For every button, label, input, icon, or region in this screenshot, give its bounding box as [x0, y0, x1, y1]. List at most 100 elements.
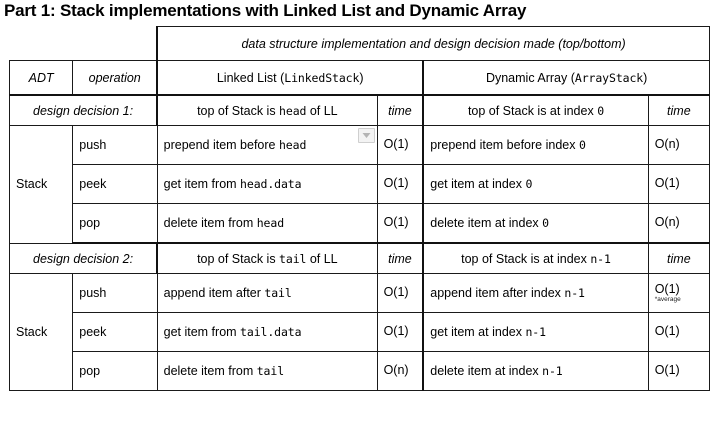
- operation-cell: pop: [72, 203, 158, 244]
- super-header-row: data structure implementation and design…: [9, 26, 711, 61]
- da-desc-pre: delete item at index: [430, 216, 543, 230]
- dd2-da-code: n-1: [590, 251, 611, 266]
- dynamic-array-description-cell: prepend item before index 0: [422, 125, 649, 165]
- design-decision-1-ll-time-header: time: [376, 94, 425, 126]
- da-desc-code: 0: [578, 138, 586, 152]
- design-decision-2-label: design decision 2:: [9, 242, 159, 274]
- ll-desc-pre: delete item from: [163, 216, 257, 230]
- column-header-operation: operation: [72, 60, 159, 96]
- ll-desc-code: head: [278, 138, 307, 152]
- table-row: Stack push prepend item before head O(1)…: [8, 125, 711, 244]
- table-row: peek get item from tail.data O(1) get it…: [10, 312, 711, 352]
- linked-list-time-cell: O(1): [376, 312, 425, 352]
- linked-list-description-cell: delete item from tail: [156, 351, 378, 391]
- da-desc-code: 0: [542, 216, 549, 230]
- column-header-row: ADT operation Linked List (LinkedStack) …: [8, 60, 711, 96]
- ll-desc-code: head.data: [240, 177, 302, 191]
- dd2-ll-pre: top of Stack is: [197, 251, 280, 266]
- linked-list-time-cell: O(1): [376, 125, 425, 165]
- ll-desc-code: tail.data: [240, 325, 302, 339]
- da-time-footnote: *average: [654, 295, 681, 303]
- table-row: pop delete item from tail O(n) delete it…: [10, 351, 711, 391]
- dd2-ll-post: of LL: [306, 251, 338, 266]
- da-desc-pre: get item at index: [430, 177, 526, 191]
- column-header-adt: ADT: [8, 60, 74, 96]
- design-decision-1-dynamic-array: top of Stack is at index 0: [422, 94, 649, 126]
- dynamic-array-time-cell: O(n): [647, 203, 711, 244]
- linked-list-paren-close: ): [359, 70, 364, 85]
- dynamic-array-paren-close: ): [643, 70, 648, 85]
- ll-desc-pre: prepend item before: [163, 138, 279, 152]
- dd1-ll-code: head: [279, 103, 307, 118]
- ll-desc-code: tail: [264, 286, 292, 300]
- column-header-dynamic-array: Dynamic Array (ArrayStack): [422, 60, 711, 96]
- da-desc-pre: get item at index: [430, 325, 526, 339]
- ll-desc-pre: get item from: [163, 325, 241, 339]
- dd2-ll-code: tail: [279, 251, 307, 266]
- dynamic-array-time-cell: O(n): [647, 125, 711, 165]
- design-decision-1-label: design decision 1:: [9, 94, 159, 126]
- stack-comparison-table: data structure implementation and design…: [8, 26, 711, 391]
- linked-list-time-cell: O(1): [376, 164, 425, 204]
- design-decision-1-linked-list: top of Stack is head of LL: [156, 94, 378, 126]
- dynamic-array-description-cell: get item at index 0: [422, 164, 649, 204]
- da-desc-pre: delete item at index: [430, 364, 543, 378]
- design-decision-2-linked-list: top of Stack is tail of LL: [156, 242, 378, 274]
- dynamic-array-time-cell: O(1): [647, 312, 711, 352]
- operation-cell: peek: [72, 164, 158, 204]
- page-title: Part 1: Stack implementations with Linke…: [4, 1, 527, 20]
- ll-desc-pre: get item from: [163, 177, 241, 191]
- da-desc-code: n-1: [525, 325, 546, 339]
- dd2-da-pre: top of Stack is at index: [461, 251, 591, 266]
- da-desc-code: n-1: [542, 364, 563, 378]
- adt-cell-stack-1: Stack: [8, 125, 74, 244]
- adt-cell-stack-2: Stack: [8, 273, 74, 391]
- ll-desc-code: head: [256, 216, 285, 230]
- da-desc-code: 0: [525, 177, 533, 191]
- ll-desc-pre: delete item from: [163, 364, 257, 378]
- operation-cell: peek: [72, 312, 158, 352]
- operation-cell: pop: [72, 351, 158, 391]
- design-decision-1-row: design decision 1: top of Stack is head …: [9, 94, 711, 126]
- dynamic-array-description-cell: delete item at index n-1: [422, 351, 649, 391]
- stack-comparison-table-wrapper: data structure implementation and design…: [8, 26, 711, 391]
- ll-desc-pre: append item after: [163, 286, 265, 300]
- operation-cell: push: [72, 273, 158, 313]
- design-decision-1-da-time-header: time: [647, 94, 711, 126]
- da-time-value: O(1): [654, 282, 680, 297]
- dynamic-array-time-cell: O(1): [647, 164, 711, 204]
- dynamic-array-description-cell: append item after index n-1: [422, 273, 649, 313]
- da-desc-pre: append item after index: [430, 286, 565, 300]
- da-desc-pre: prepend item before index: [430, 138, 579, 152]
- spacer-cell-adt: [9, 26, 73, 61]
- linked-list-paren-open: (: [276, 70, 285, 85]
- spacer-cell-operation: [72, 26, 158, 61]
- dynamic-array-class-name: ArrayStack: [574, 70, 644, 85]
- linked-list-label: Linked List: [216, 70, 277, 85]
- super-header-label: data structure implementation and design…: [156, 26, 711, 61]
- linked-list-time-cell: O(1): [376, 273, 425, 313]
- dynamic-array-description-cell: get item at index n-1: [422, 312, 649, 352]
- chevron-down-icon[interactable]: [357, 128, 375, 143]
- linked-list-description-cell: append item after tail: [156, 273, 378, 313]
- table-row: peek get item from head.data O(1) get it…: [10, 164, 711, 204]
- dynamic-array-description-cell: delete item at index 0: [422, 203, 649, 244]
- linked-list-description-cell: get item from head.data: [156, 164, 378, 204]
- dd1-da-pre: top of Stack is at index: [467, 103, 598, 118]
- table-row: pop delete item from head O(1) delete it…: [10, 203, 711, 244]
- dynamic-array-time-cell: O(1) *average: [647, 273, 711, 313]
- dynamic-array-time-cell: O(1): [647, 351, 711, 391]
- design-decision-2-da-time-header: time: [647, 242, 711, 274]
- linked-list-time-cell: O(n): [376, 351, 425, 391]
- linked-list-description-cell: get item from tail.data: [156, 312, 378, 352]
- linked-list-time-cell: O(1): [376, 203, 425, 244]
- ll-desc-code: tail: [256, 364, 285, 378]
- dd1-da-code: 0: [597, 103, 605, 118]
- dynamic-array-paren-open: (: [567, 70, 575, 85]
- column-header-linked-list: Linked List (LinkedStack): [156, 60, 425, 96]
- dd1-ll-pre: top of Stack is: [197, 103, 280, 118]
- dynamic-array-label: Dynamic Array: [485, 70, 568, 85]
- linked-list-description-cell: prepend item before head: [156, 125, 378, 165]
- design-decision-2-ll-time-header: time: [376, 242, 425, 274]
- linked-list-class-name: LinkedStack: [284, 70, 360, 85]
